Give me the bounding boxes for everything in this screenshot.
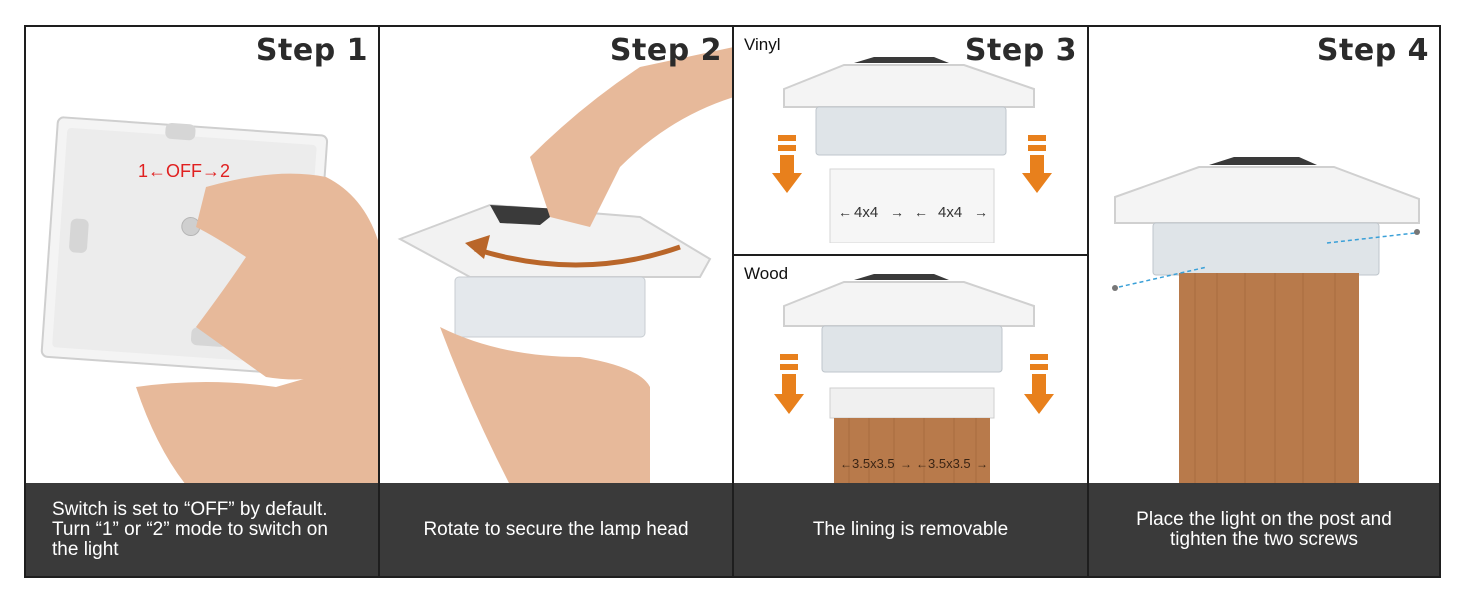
svg-text:→: → bbox=[976, 457, 988, 471]
step-2-panel: Step 2 bbox=[380, 27, 732, 483]
step-1-caption: Switch is set to “OFF” by default. Turn … bbox=[26, 483, 378, 576]
instruction-grid: 1←OFF→2 Step 1 Switch is set to “OFF” by… bbox=[24, 25, 1441, 578]
step-3-title: Step 3 bbox=[964, 33, 1077, 68]
wood-dim-left: 3.5x3.5 bbox=[852, 456, 895, 471]
step-4-panel: Step 4 bbox=[1089, 27, 1439, 483]
step-1-illustration: 1←OFF→2 bbox=[40, 116, 378, 483]
step-1-panel: 1←OFF→2 Step 1 bbox=[26, 27, 378, 483]
step-4-column: Step 4 Place the light on the post and t… bbox=[1089, 27, 1439, 576]
switch-mode-label: 1←OFF→2 bbox=[138, 161, 230, 181]
step-2-illustration bbox=[397, 47, 732, 483]
step-3-column: ← 4x4 → ← 4x4 → Vinyl Step 3 bbox=[734, 27, 1089, 576]
step-3-caption: The lining is removable bbox=[734, 483, 1087, 576]
svg-text:←: ← bbox=[916, 457, 928, 471]
step-1-title: Step 1 bbox=[255, 33, 368, 68]
wood-dim-right: 3.5x3.5 bbox=[928, 456, 971, 471]
step-4-caption: Place the light on the post and tighten … bbox=[1089, 483, 1439, 576]
vinyl-dim-right: 4x4 bbox=[938, 204, 962, 221]
step-4-illustration bbox=[1112, 157, 1420, 483]
wood-label: Wood bbox=[744, 264, 789, 283]
vinyl-illustration: ← 4x4 → ← 4x4 → bbox=[772, 57, 1052, 243]
svg-text:→: → bbox=[890, 204, 904, 220]
svg-text:→: → bbox=[974, 204, 988, 220]
step-2-title: Step 2 bbox=[609, 33, 722, 68]
svg-text:←: ← bbox=[914, 204, 928, 220]
svg-text:→: → bbox=[900, 457, 912, 471]
step-4-title: Step 4 bbox=[1316, 33, 1429, 68]
step-3-panel: ← 4x4 → ← 4x4 → Vinyl Step 3 bbox=[734, 27, 1087, 483]
wood-illustration: ← 3.5x3.5 → ← 3.5x3.5 → bbox=[774, 274, 1054, 483]
step-2-column: Step 2 Rotate to secure the lamp head bbox=[380, 27, 734, 576]
svg-text:←: ← bbox=[838, 204, 852, 220]
wood-section: ← 3.5x3.5 → ← 3.5x3.5 → Wood bbox=[734, 256, 1087, 483]
step-1-column: 1←OFF→2 Step 1 Switch is set to “OFF” by… bbox=[26, 27, 380, 576]
vinyl-label: Vinyl bbox=[744, 35, 781, 54]
vinyl-section: ← 4x4 → ← 4x4 → Vinyl Step 3 bbox=[734, 27, 1087, 256]
svg-text:←: ← bbox=[840, 457, 852, 471]
step-2-caption: Rotate to secure the lamp head bbox=[380, 483, 732, 576]
vinyl-dim-left: 4x4 bbox=[854, 204, 878, 221]
